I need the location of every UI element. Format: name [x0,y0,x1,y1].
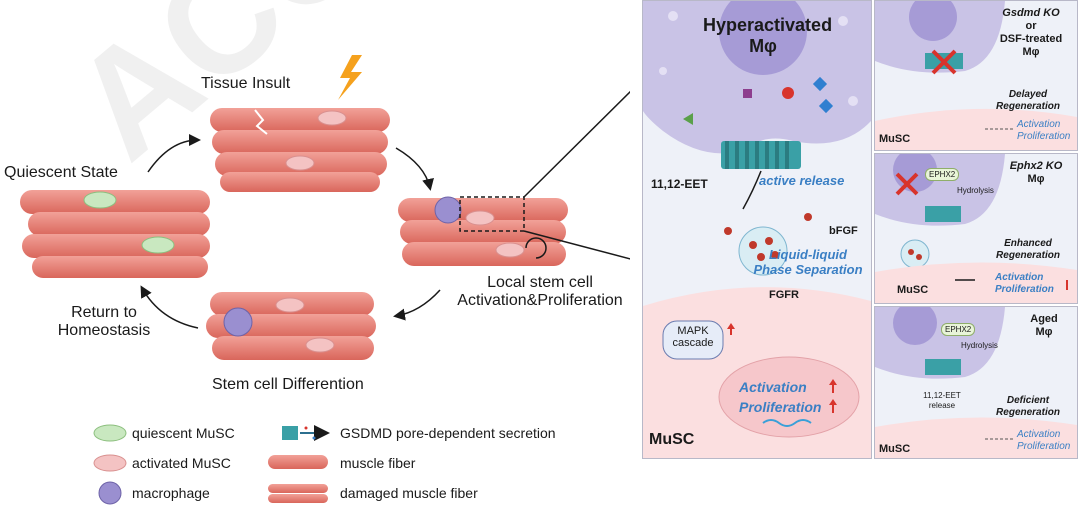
ephx2-activation-line2: Proliferation [995,284,1054,295]
gsdmd-pore-icon [282,425,330,441]
mapk-line2: cascade [672,337,714,349]
differentiation-label: Stem cell Differention [212,376,364,393]
gsdmd-musc-label: MuSC [879,133,911,145]
quiescent-muscle-bundle [20,190,210,278]
ephx2-outcome: Enhanced Regeneration [981,238,1075,262]
aged-activation-line1: Activation [1017,429,1061,440]
aged-title-line2: Mφ [1035,326,1053,338]
return-homeostasis-label: Return to Homeostasis [44,304,164,340]
legend-label-damaged-fiber: damaged muscle fiber [340,485,478,501]
legend-label-fiber: muscle fiber [340,455,416,471]
aged-title: Aged Mφ [1015,313,1073,339]
activation-muscle-bundle [398,196,568,266]
quiescent-state-label: Quiescent State [4,164,118,181]
ephx2-enzyme-badge: EPHX2 [925,168,960,181]
aged-outcome: Deficient Regeneration [981,395,1075,419]
differentiation-muscle-bundle [206,292,376,360]
gsdmd-activation: Activation Proliferation [1017,119,1070,143]
mapk-cascade-label: MAPK cascade [663,325,723,349]
tissue-insult-label: Tissue Insult [201,75,291,92]
hyperactivated-line1: Hyperactivated [703,15,833,35]
muscle-fiber-icon [268,455,328,469]
gsdmd-title: Gsdmd KO or DSF-treated Mφ [987,7,1075,59]
quiescent-musc-icon [93,424,127,442]
gsdmd-panel-art [875,1,1077,150]
gsdmd-outcome: Delayed Regeneration [981,89,1075,113]
ephx2-panel-art [875,154,1077,303]
active-release-label: active release [759,173,845,188]
gsdmd-title-line1: Gsdmd KO [1002,7,1060,19]
hyperactivated-line2: Mφ [749,36,777,56]
gsdmd-activation-line2: Proliferation [1017,131,1071,142]
damaged-muscle-fiber-icon [268,484,328,503]
aged-outcome-line1: Deficient [1006,395,1050,406]
aged-musc-label: MuSC [879,443,911,455]
aged-panel: Aged Mφ EPHX2 Hydrolysis 11,12-EET relea… [874,306,1078,459]
main-panel-art [643,1,871,458]
ephx2-ko-panel: Ephx2 KO Mφ EPHX2 Hydrolysis Enhanced Re… [874,153,1078,304]
ephx2-musc-label: MuSC [897,284,929,296]
return-line2: Homeostasis [57,322,151,339]
ephx2-outcome-line2: Regeneration [996,250,1060,261]
mapk-line1: MAPK [677,325,709,337]
bfgf-label: bFGF [829,225,858,237]
regeneration-cycle-diagram [20,55,630,505]
aged-eet-line2: release [928,401,956,410]
activation-label: Activation [739,379,807,395]
ephx2-title: Ephx2 KO Mφ [999,160,1073,186]
fgfr-label: FGFR [769,289,799,301]
gsdmd-title-line4: Mφ [1022,46,1040,58]
activated-musc-icon [93,454,127,472]
aged-activation-line2: Proliferation [1017,441,1071,452]
gsdmd-ko-panel: Gsdmd KO or DSF-treated Mφ Delayed Regen… [874,0,1078,151]
ephx2-hydrolysis-label: Hydrolysis [957,186,994,195]
legend-label-quiescent: quiescent MuSC [132,425,235,441]
ephx2-outcome-line1: Enhanced [1004,238,1052,249]
ephx2-title-line1: Ephx2 KO [1009,160,1063,172]
aged-eet-release-label: 11,12-EET release [915,391,969,411]
insulted-muscle-bundle [210,108,390,192]
main-mechanism-panel: Hyperactivated Mφ 11,12-EET active relea… [642,0,872,459]
return-line1: Return to [71,304,137,321]
aged-hydrolysis-label: Hydrolysis [961,341,998,350]
llps-line2: Phase Separation [753,262,863,277]
ephx2-title-line2: Mφ [1027,173,1045,185]
local-stem-cell-line2: Activation&Proliferation [457,292,623,309]
legend-label-macrophage: macrophage [132,485,210,501]
proliferation-label: Proliferation [739,399,822,415]
gsdmd-activation-line1: Activation [1017,119,1061,130]
musc-label: MuSC [649,431,695,448]
aged-outcome-line2: Regeneration [996,407,1060,418]
aged-eet-line1: 11,12-EET [923,391,961,400]
aged-activation: Activation Proliferation [1017,429,1070,453]
local-stem-cell-line1: Local stem cell [487,274,593,291]
aged-enzyme-badge: EPHX2 [941,323,976,336]
gsdmd-title-line2: or [1025,20,1037,32]
hyperactivated-title: Hyperactivated Mφ [703,15,833,57]
eet-label: 11,12-EET [651,177,708,191]
llps-label: Liquid-liquid Phase Separation [743,247,871,277]
ephx2-activation-line1: Activation [995,272,1044,283]
gsdmd-outcome-line2: Regeneration [996,101,1060,112]
aged-title-line1: Aged [1030,313,1058,325]
gsdmd-outcome-line1: Delayed [1008,89,1048,100]
legend-label-activated: activated MuSC [132,455,231,471]
llps-line1: Liquid-liquid [769,247,847,262]
gsdmd-title-line3: DSF-treated [999,33,1063,45]
ephx2-activation: Activation Proliferation [995,272,1054,296]
local-stem-cell-label: Local stem cell Activation&Proliferation [442,274,638,310]
lightning-bolt-icon [338,55,362,100]
macrophage-icon [98,481,122,505]
legend-label-gsdmd: GSDMD pore-dependent secretion [340,425,556,441]
